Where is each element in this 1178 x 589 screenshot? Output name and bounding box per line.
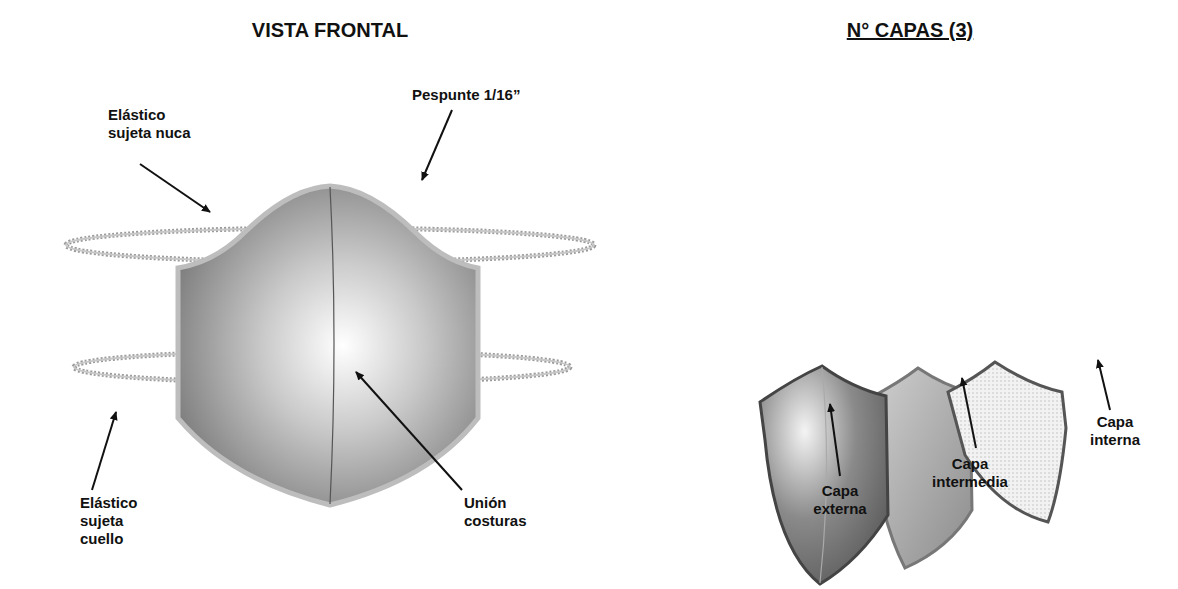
layer-label: Capa intermedia <box>915 455 1025 491</box>
layer-label: Capa externa <box>800 482 880 518</box>
part-label: Elástico sujeta cuello <box>80 494 170 548</box>
part-label: Unión costuras <box>464 494 554 530</box>
layers-heading: N° CAPAS (3) <box>800 18 1020 42</box>
view-heading: VISTA FRONTAL <box>190 18 470 42</box>
part-label: Elástico sujeta nuca <box>108 106 198 142</box>
layer-label: Capa interna <box>1075 413 1155 449</box>
part-label: Pespunte 1/16” <box>412 86 552 104</box>
